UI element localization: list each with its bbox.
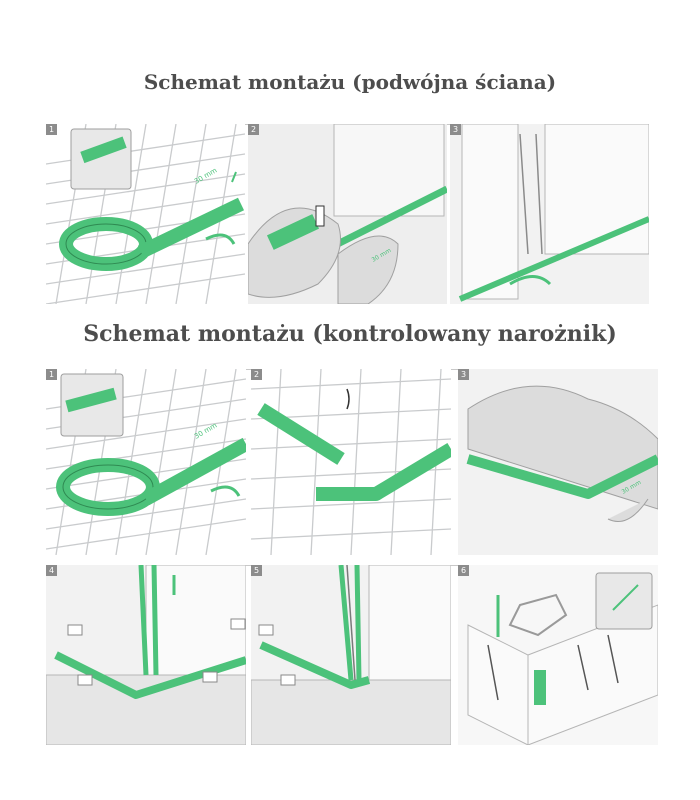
step-panel-s1-2: 2 30 mm bbox=[248, 124, 447, 304]
spacer-block bbox=[67, 624, 83, 636]
tape-corner-piece bbox=[534, 670, 546, 705]
arrow-icon bbox=[509, 275, 552, 286]
dimension-label: 30 mm bbox=[193, 166, 219, 185]
tape-roll-edge bbox=[62, 464, 154, 510]
concrete-pour bbox=[607, 498, 649, 522]
illustration-s2-5 bbox=[251, 565, 451, 745]
spacer-block bbox=[77, 674, 93, 686]
step-panel-s1-1: 1 30 mm bbox=[46, 124, 245, 304]
arrow-icon bbox=[210, 485, 241, 497]
detail-inset bbox=[595, 572, 653, 630]
diagram-title-double-wall: Schemat montażu (podwójna ściana) bbox=[143, 70, 557, 94]
step-panel-s2-3: 3 30 mm bbox=[458, 369, 658, 555]
step-number-badge: 1 bbox=[46, 369, 57, 380]
arrow-icon bbox=[205, 233, 236, 245]
illustration-s2-3: 30 mm bbox=[458, 369, 658, 555]
step-number-badge: 2 bbox=[248, 124, 259, 135]
concrete-pour bbox=[248, 207, 341, 298]
tape-corner bbox=[259, 641, 371, 689]
slab bbox=[251, 679, 451, 745]
spacer-block bbox=[258, 624, 274, 636]
wall-panel-left bbox=[467, 624, 529, 745]
illustration-s2-4 bbox=[46, 565, 246, 745]
illustration-s2-1: 30 mm bbox=[46, 369, 246, 555]
rebar bbox=[519, 133, 543, 255]
warning-icon bbox=[315, 205, 325, 227]
clip-icon bbox=[346, 388, 350, 410]
tape-piece bbox=[266, 214, 320, 250]
tape-strip bbox=[137, 197, 245, 259]
step-panel-s2-5: 5 bbox=[251, 565, 451, 745]
illustration-s1-1: 30 mm bbox=[46, 124, 245, 304]
step-panel-s2-2: 2 bbox=[251, 369, 451, 555]
step-number-badge: 3 bbox=[450, 124, 461, 135]
rebar bbox=[346, 565, 356, 681]
tape-corner bbox=[316, 442, 451, 501]
step-panel-s2-1: 1 30 mm bbox=[46, 369, 246, 555]
tape-vertical bbox=[138, 565, 159, 676]
rebar bbox=[487, 634, 619, 701]
step-number-badge: 6 bbox=[458, 565, 469, 576]
step-panel-s2-4: 4 bbox=[46, 565, 246, 745]
slab bbox=[46, 674, 246, 745]
concrete-pour bbox=[337, 235, 399, 304]
step-number-badge: 2 bbox=[251, 369, 262, 380]
spacer-block bbox=[280, 674, 296, 686]
illustration-s1-3 bbox=[450, 124, 649, 304]
illustration-s2-6 bbox=[458, 565, 658, 745]
tape-inset bbox=[65, 387, 117, 413]
wall-panel-right bbox=[544, 124, 649, 255]
tape-strip bbox=[458, 216, 649, 302]
shape-outline bbox=[508, 593, 568, 637]
wall-panel bbox=[368, 565, 451, 701]
tape-strip bbox=[257, 403, 345, 465]
tape-corner bbox=[466, 454, 658, 499]
spacer-block bbox=[230, 618, 246, 630]
diagram-title-controlled-corner: Schemat montażu (kontrolowany narożnik) bbox=[83, 321, 617, 347]
step-panel-s1-3: 3 bbox=[450, 124, 649, 304]
tape-inset bbox=[80, 136, 127, 164]
tape-strip bbox=[142, 437, 246, 506]
illustration-s1-2: 30 mm bbox=[248, 124, 447, 304]
tape-vertical bbox=[338, 565, 362, 681]
rebar-mesh bbox=[251, 369, 451, 555]
step-number-badge: 4 bbox=[46, 565, 57, 576]
step-number-badge: 3 bbox=[458, 369, 469, 380]
illustration-s2-2 bbox=[251, 369, 451, 555]
spacer-block bbox=[202, 671, 218, 683]
step-panel-s2-6: 6 bbox=[458, 565, 658, 745]
wall-panel-left bbox=[461, 124, 519, 300]
arrow-up-icon bbox=[231, 171, 237, 183]
tape-inset bbox=[612, 584, 639, 611]
step-number-badge: 1 bbox=[46, 124, 57, 135]
step-number-badge: 5 bbox=[251, 565, 262, 576]
